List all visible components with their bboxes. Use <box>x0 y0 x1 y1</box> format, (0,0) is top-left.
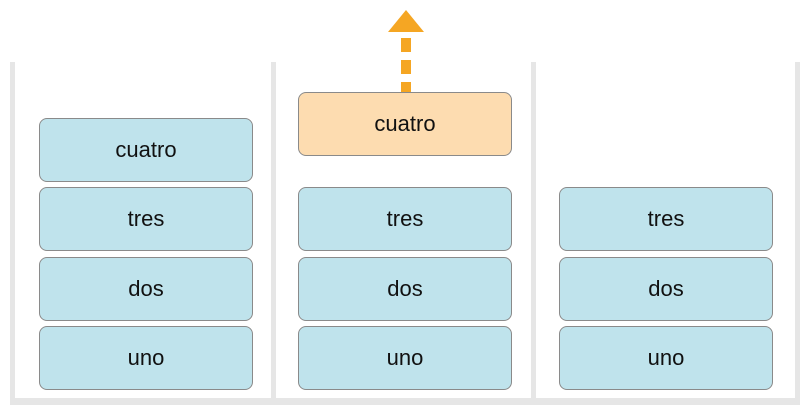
stack-3-item-dos: dos <box>559 257 773 321</box>
stack-1-item-dos: dos <box>39 257 253 321</box>
stack-1-item-cuatro: cuatro <box>39 118 253 182</box>
stack-1-item-tres: tres <box>39 187 253 251</box>
stack-divider-2 <box>531 62 536 405</box>
stack-divider-1 <box>271 62 276 405</box>
stack-3-item-tres: tres <box>559 187 773 251</box>
stack-2-item-dos: dos <box>298 257 512 321</box>
stack-3-right-wall <box>795 62 800 405</box>
stack-1-left-wall <box>10 62 15 405</box>
stack-1-item-uno: uno <box>39 326 253 390</box>
dashed-up-arrow-icon <box>388 10 424 92</box>
stack-floor <box>10 398 800 405</box>
stack-3-item-uno: uno <box>559 326 773 390</box>
stack-2-item-uno: uno <box>298 326 512 390</box>
stack-2-popped-item-cuatro: cuatro <box>298 92 512 156</box>
stack-2-item-tres: tres <box>298 187 512 251</box>
